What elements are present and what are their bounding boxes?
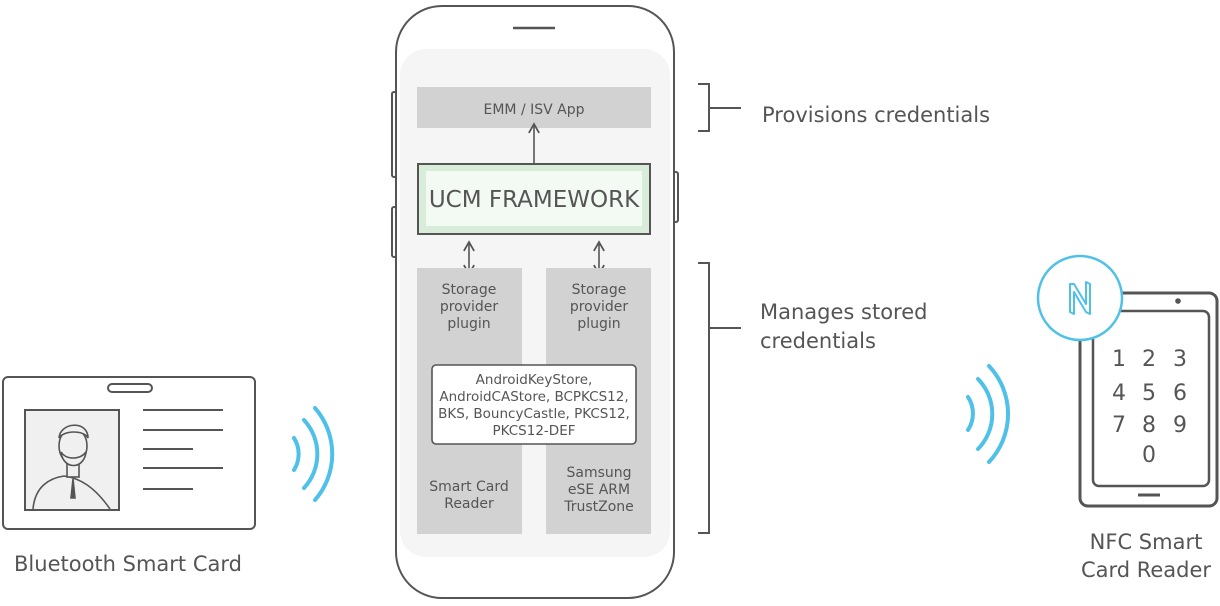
keystores-list: AndroidKeyStore, AndroidCAStore, BCPKCS1… <box>438 372 630 439</box>
provisions-credentials-label: Provisions credentials <box>762 103 990 127</box>
svg-text:BKS, BouncyCastle, PKCS12,: BKS, BouncyCastle, PKCS12, <box>438 406 630 422</box>
bluetooth-card-caption: Bluetooth Smart Card <box>14 552 242 576</box>
samsung-ese-label: Samsung eSE ARM TrustZone <box>563 465 634 515</box>
svg-text:6: 6 <box>1173 381 1187 406</box>
keypad: 1 2 3 4 5 6 7 8 9 0 <box>1112 347 1187 468</box>
phone: EMM / ISV App UCM FRAMEWORK Storage prov… <box>391 5 679 599</box>
manages-stored-label-line2: credentials <box>760 329 876 353</box>
bluetooth-signal-icon <box>292 406 335 502</box>
svg-text:plugin: plugin <box>577 316 620 332</box>
person-avatar-icon <box>32 424 111 510</box>
svg-text:AndroidCAStore, BCPKCS12,: AndroidCAStore, BCPKCS12, <box>439 389 628 405</box>
smart-card-reader-label: Smart Card Reader <box>429 479 509 512</box>
svg-text:0: 0 <box>1142 443 1156 468</box>
manages-stored-label-line1: Manages stored <box>760 300 927 324</box>
svg-text:1: 1 <box>1112 347 1126 372</box>
svg-text:5: 5 <box>1142 381 1156 406</box>
bluetooth-smart-card: Bluetooth Smart Card <box>2 376 256 576</box>
manages-bracket <box>698 262 741 534</box>
card-text-lines <box>143 409 223 490</box>
svg-text:Smart Card: Smart Card <box>429 479 509 495</box>
svg-text:TrustZone: TrustZone <box>563 499 634 515</box>
keystores-box <box>431 364 637 445</box>
svg-text:9: 9 <box>1173 413 1187 438</box>
svg-text:4: 4 <box>1112 381 1126 406</box>
svg-text:PKCS12-DEF: PKCS12-DEF <box>493 423 576 439</box>
svg-text:provider: provider <box>570 299 629 315</box>
left-plugin-title: Storage provider plugin <box>440 282 499 332</box>
svg-text:7: 7 <box>1112 413 1126 438</box>
svg-text:3: 3 <box>1173 347 1187 372</box>
svg-text:plugin: plugin <box>447 316 490 332</box>
provisions-bracket <box>698 83 741 132</box>
nfc-card-reader: 1 2 3 4 5 6 7 8 9 0 NFC Smart Card Reade… <box>1036 254 1219 582</box>
nfc-icon <box>1036 254 1124 342</box>
svg-text:Reader: Reader <box>444 496 494 512</box>
nfc-reader-caption-line2: Card Reader <box>1081 558 1211 582</box>
svg-text:Storage: Storage <box>442 282 497 298</box>
nfc-reader-caption-line1: NFC Smart <box>1090 530 1203 554</box>
nfc-signal-icon <box>966 364 1011 464</box>
emm-isv-app-box <box>417 87 651 128</box>
emm-isv-app-label: EMM / ISV App <box>483 102 584 118</box>
svg-text:8: 8 <box>1142 413 1156 438</box>
ucm-framework-label: UCM FRAMEWORK <box>429 187 640 213</box>
svg-text:AndroidKeyStore,: AndroidKeyStore, <box>476 372 593 388</box>
svg-text:2: 2 <box>1142 347 1156 372</box>
svg-text:Storage: Storage <box>572 282 627 298</box>
svg-text:Samsung: Samsung <box>566 465 631 481</box>
right-plugin-title: Storage provider plugin <box>570 282 629 332</box>
svg-text:eSE ARM: eSE ARM <box>568 482 630 498</box>
svg-text:provider: provider <box>440 299 499 315</box>
